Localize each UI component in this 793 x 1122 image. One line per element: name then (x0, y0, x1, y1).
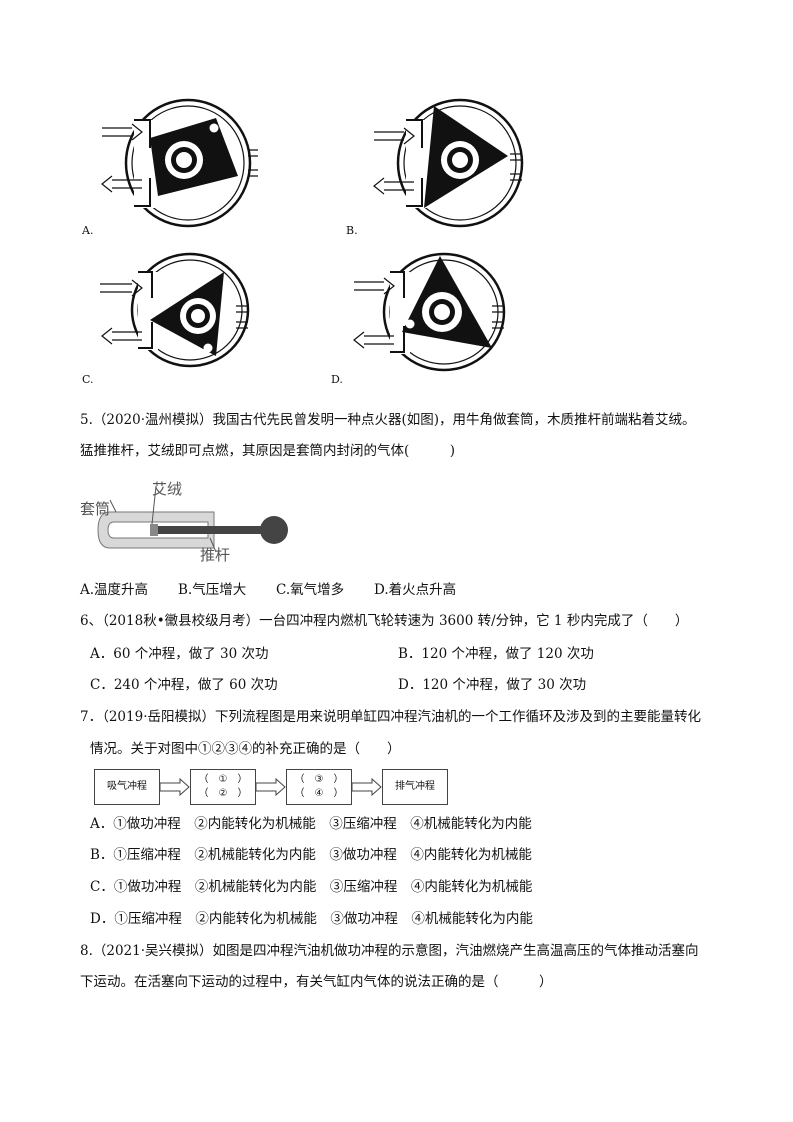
q5-stem-line2: 猛推推杆，艾绒即可点燃，其原因是套筒内封闭的气体( ) (80, 443, 456, 459)
option-c-label: C. (82, 373, 94, 386)
flow-box-exhaust: 排气冲程 (382, 769, 448, 805)
flow-box-intake: 吸气冲程 (94, 769, 160, 805)
q7-option-d: D．①压缩冲程 ②内能转化为机械能 ③做功冲程 ④机械能转化为内能 (90, 911, 533, 927)
q7-option-b: B．①压缩冲程 ②机械能转化为内能 ③做功冲程 ④内能转化为机械能 (90, 847, 532, 863)
q7-option-a: A．①做功冲程 ②内能转化为机械能 ③压缩冲程 ④机械能转化为内能 (90, 816, 532, 832)
q6-option-a: A．60 个冲程，做了 30 次功 (90, 646, 269, 662)
sleeve-label: 套筒 (80, 500, 111, 518)
flow-arrow-3 (351, 777, 382, 797)
flow-box-2: （ ① ） （ ② ） (190, 769, 256, 805)
q5-stem-line1: 5.（2020·温州模拟）我国古代先民曾发明一种点火器(如图)，用牛角做套筒，木… (80, 412, 696, 428)
option-d-label: D. (331, 373, 343, 386)
q6-option-b: B．120 个冲程，做了 120 次功 (398, 646, 594, 662)
q7-stem-line2: 情况。关于对图中①②③④的补充正确的是（ ） (90, 741, 401, 757)
igniter-diagram (97, 485, 288, 553)
tinder-label: 艾绒 (152, 480, 183, 498)
rod-label: 推杆 (200, 546, 231, 564)
q6-option-d: D．120 个冲程，做了 30 次功 (398, 677, 587, 693)
q5-option-a: A.温度升高 (80, 582, 149, 598)
q5-option-b: B.气压增大 (178, 582, 247, 598)
engine-diagram-a (101, 98, 258, 228)
q5-option-c: C.氧气增多 (276, 582, 345, 598)
option-a-label: A. (82, 224, 94, 237)
option-b-label: B. (346, 224, 358, 237)
flow-box-3: （ ③ ） （ ④ ） (286, 769, 352, 805)
engine-diagram-d (353, 252, 506, 372)
q6-stem: 6、（2018秋•黴县校级月考）一台四冲程内燃机飞轮转速为 3600 转/分钟，… (80, 613, 689, 629)
q6-option-c: C．240 个冲程，做了 60 次功 (90, 677, 278, 693)
q7-option-c: C．①做功冲程 ②机械能转化为内能 ③压缩冲程 ④内能转化为机械能 (90, 879, 533, 895)
flow-arrow-1 (159, 777, 190, 797)
q8-stem-line2: 下运动。在活塞向下运动的过程中，有关气缸内气体的说法正确的是（ ） (80, 974, 553, 990)
engine-diagram-c (100, 252, 250, 368)
q8-stem-line1: 8.（2021·吴兴模拟）如图是四冲程汽油机做功冲程的示意图，汽油燃烧产生高温高… (80, 943, 699, 959)
q7-stem-line1: 7．（2019·岳阳模拟）下列流程图是用来说明单缸四冲程汽油机的一个工作循环及涉… (80, 709, 701, 725)
flow-arrow-2 (255, 777, 286, 797)
q5-option-d: D.着火点升高 (374, 582, 457, 598)
engine-diagram-b (373, 98, 524, 228)
